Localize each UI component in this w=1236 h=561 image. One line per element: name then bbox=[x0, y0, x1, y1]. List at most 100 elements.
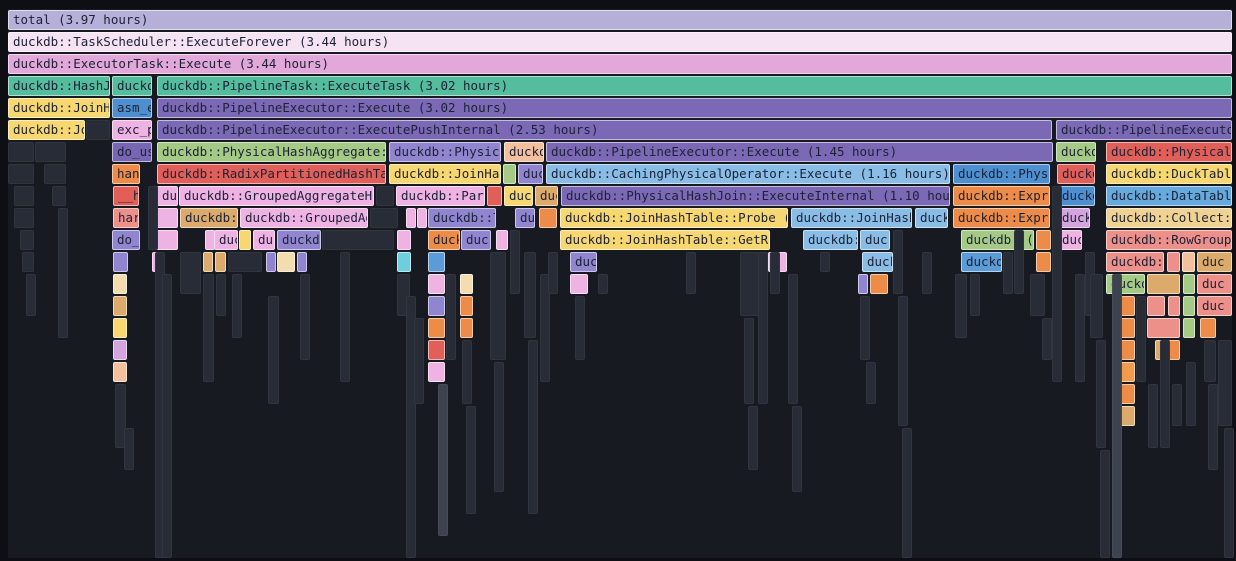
frame[interactable] bbox=[428, 296, 445, 316]
frame[interactable]: duckdb::PipelineExecutor::ExecutePushInt… bbox=[157, 120, 1052, 140]
frame[interactable] bbox=[870, 274, 888, 294]
frame[interactable]: duckdb::PipelineExecutor::Execute (3.02 … bbox=[157, 98, 1232, 118]
frame[interactable]: duckdb::GroupedAg bbox=[240, 208, 368, 228]
frame[interactable]: duckdb::PhysicalHashJoin::ExecuteInterna… bbox=[561, 186, 950, 206]
frame[interactable]: han bbox=[112, 164, 140, 184]
frame[interactable] bbox=[297, 252, 307, 272]
frame[interactable]: duc bbox=[504, 186, 533, 206]
frame[interactable] bbox=[113, 296, 127, 316]
frame[interactable] bbox=[1183, 274, 1195, 294]
frame[interactable] bbox=[428, 318, 445, 338]
frame[interactable] bbox=[428, 274, 445, 294]
frame[interactable]: duckdb::HashJo bbox=[8, 76, 110, 96]
frame[interactable]: duckdb bbox=[277, 230, 321, 250]
frame[interactable]: duc bbox=[1197, 252, 1232, 272]
frame[interactable] bbox=[460, 296, 473, 316]
frame[interactable]: duc bbox=[1197, 296, 1232, 316]
frame[interactable] bbox=[239, 230, 251, 250]
frame[interactable] bbox=[858, 274, 868, 294]
frame[interactable]: duckdb::JoinHashTable::GetR bbox=[560, 230, 770, 250]
frame[interactable]: duckdb::PipelineExecutor::Execute (1.45 … bbox=[546, 142, 1053, 162]
frame[interactable]: duckdb::PhysicalHashAggregate: bbox=[157, 142, 386, 162]
frame[interactable]: duc bbox=[253, 230, 275, 250]
frame[interactable]: duck bbox=[860, 230, 890, 250]
frame[interactable]: duckdb::PipelineExecuto bbox=[1056, 120, 1232, 140]
frame[interactable] bbox=[1182, 252, 1195, 272]
frame[interactable]: duckd bbox=[1057, 164, 1095, 184]
frame[interactable]: duckdb::RowGroup bbox=[1106, 230, 1232, 250]
frame[interactable]: duc bbox=[518, 164, 543, 184]
frame[interactable]: duckd bbox=[1056, 142, 1096, 162]
frame[interactable]: duckdb::ExecutorTask::Execute (3.44 hour… bbox=[8, 54, 1232, 74]
frame[interactable] bbox=[397, 230, 411, 250]
frame[interactable]: duckd bbox=[1057, 186, 1095, 206]
frame[interactable]: duckdb::Collect: bbox=[1106, 208, 1232, 228]
frame[interactable] bbox=[406, 208, 416, 228]
frame[interactable]: duckdb:: bbox=[180, 208, 238, 228]
frame[interactable]: duckd bbox=[504, 142, 544, 162]
frame[interactable] bbox=[215, 252, 226, 272]
frame[interactable]: duc bbox=[515, 208, 535, 228]
frame[interactable]: duckdb::DuckTabl bbox=[1106, 164, 1232, 184]
frame[interactable]: duckdb::JoinHashTable::Probe ( bbox=[560, 208, 788, 228]
frame[interactable]: duckdb::Expre bbox=[953, 186, 1050, 206]
frame[interactable] bbox=[113, 362, 127, 382]
frame[interactable]: duc bbox=[1057, 230, 1082, 250]
frame[interactable] bbox=[113, 340, 127, 360]
frame[interactable]: duc bbox=[214, 230, 238, 250]
frame[interactable]: total (3.97 hours) bbox=[8, 10, 1232, 30]
frame[interactable] bbox=[460, 318, 473, 338]
frame[interactable] bbox=[1147, 318, 1180, 338]
frame[interactable]: duckdb::JoinHash bbox=[791, 208, 912, 228]
frame[interactable]: duckdb::PipelineTask::ExecuteTask (3.02 … bbox=[157, 76, 1232, 96]
frame[interactable] bbox=[570, 274, 588, 294]
frame[interactable] bbox=[113, 318, 127, 338]
frame[interactable]: duck bbox=[915, 208, 948, 228]
frame[interactable]: duc bbox=[157, 186, 178, 206]
frame[interactable]: duckdb::CachingPhysicalOperator::Execute… bbox=[546, 164, 950, 184]
frame[interactable]: duckdb::Physica bbox=[389, 142, 501, 162]
frame[interactable]: duckdb::Physical bbox=[1106, 142, 1232, 162]
frame[interactable] bbox=[266, 252, 276, 272]
frame[interactable] bbox=[428, 340, 445, 360]
frame[interactable]: duck bbox=[461, 230, 491, 250]
frame[interactable] bbox=[1036, 230, 1051, 250]
frame[interactable]: do_us bbox=[112, 142, 152, 162]
frame[interactable]: asm_e bbox=[112, 98, 152, 118]
frame[interactable]: duck bbox=[428, 230, 460, 250]
frame[interactable]: duckdb::RadixPartitionedHashTa bbox=[157, 164, 386, 184]
frame[interactable] bbox=[417, 208, 427, 228]
frame[interactable] bbox=[460, 274, 473, 294]
frame[interactable] bbox=[1183, 296, 1195, 316]
frame[interactable]: duckdb: bbox=[803, 230, 858, 250]
frame[interactable] bbox=[113, 274, 127, 294]
frame[interactable] bbox=[397, 252, 411, 272]
frame[interactable]: duckdb::DataTabl bbox=[1106, 186, 1232, 206]
frame[interactable]: duckdb::TaskScheduler::ExecuteForever (3… bbox=[8, 32, 1232, 52]
frame[interactable] bbox=[1036, 252, 1051, 272]
frame[interactable] bbox=[1147, 296, 1165, 316]
frame[interactable]: duckdb::Parti bbox=[396, 186, 485, 206]
frame[interactable] bbox=[539, 208, 557, 228]
frame[interactable] bbox=[487, 186, 502, 206]
frame[interactable]: duc bbox=[1197, 274, 1232, 294]
frame[interactable]: duckdb::Expre bbox=[953, 208, 1050, 228]
frame[interactable] bbox=[1147, 274, 1180, 294]
frame[interactable]: duckdb::Jo bbox=[8, 120, 85, 140]
frame[interactable]: do_ bbox=[112, 230, 140, 250]
frame[interactable]: duckdb::JoinHa bbox=[389, 164, 501, 184]
frame[interactable] bbox=[1167, 252, 1180, 272]
frame[interactable] bbox=[503, 164, 516, 184]
frame[interactable]: duck bbox=[1057, 208, 1090, 228]
frame[interactable]: duc bbox=[570, 252, 597, 272]
frame[interactable] bbox=[496, 230, 508, 250]
frame[interactable] bbox=[428, 252, 445, 272]
frame[interactable] bbox=[428, 362, 445, 382]
frame[interactable]: duc bbox=[535, 186, 558, 206]
frame[interactable] bbox=[113, 252, 128, 272]
frame[interactable]: duckdb::GroupedAggregateHas bbox=[179, 186, 374, 206]
frame[interactable] bbox=[1183, 318, 1195, 338]
frame[interactable] bbox=[1200, 318, 1216, 338]
frame[interactable]: duckdb::JoinHa bbox=[8, 98, 110, 118]
